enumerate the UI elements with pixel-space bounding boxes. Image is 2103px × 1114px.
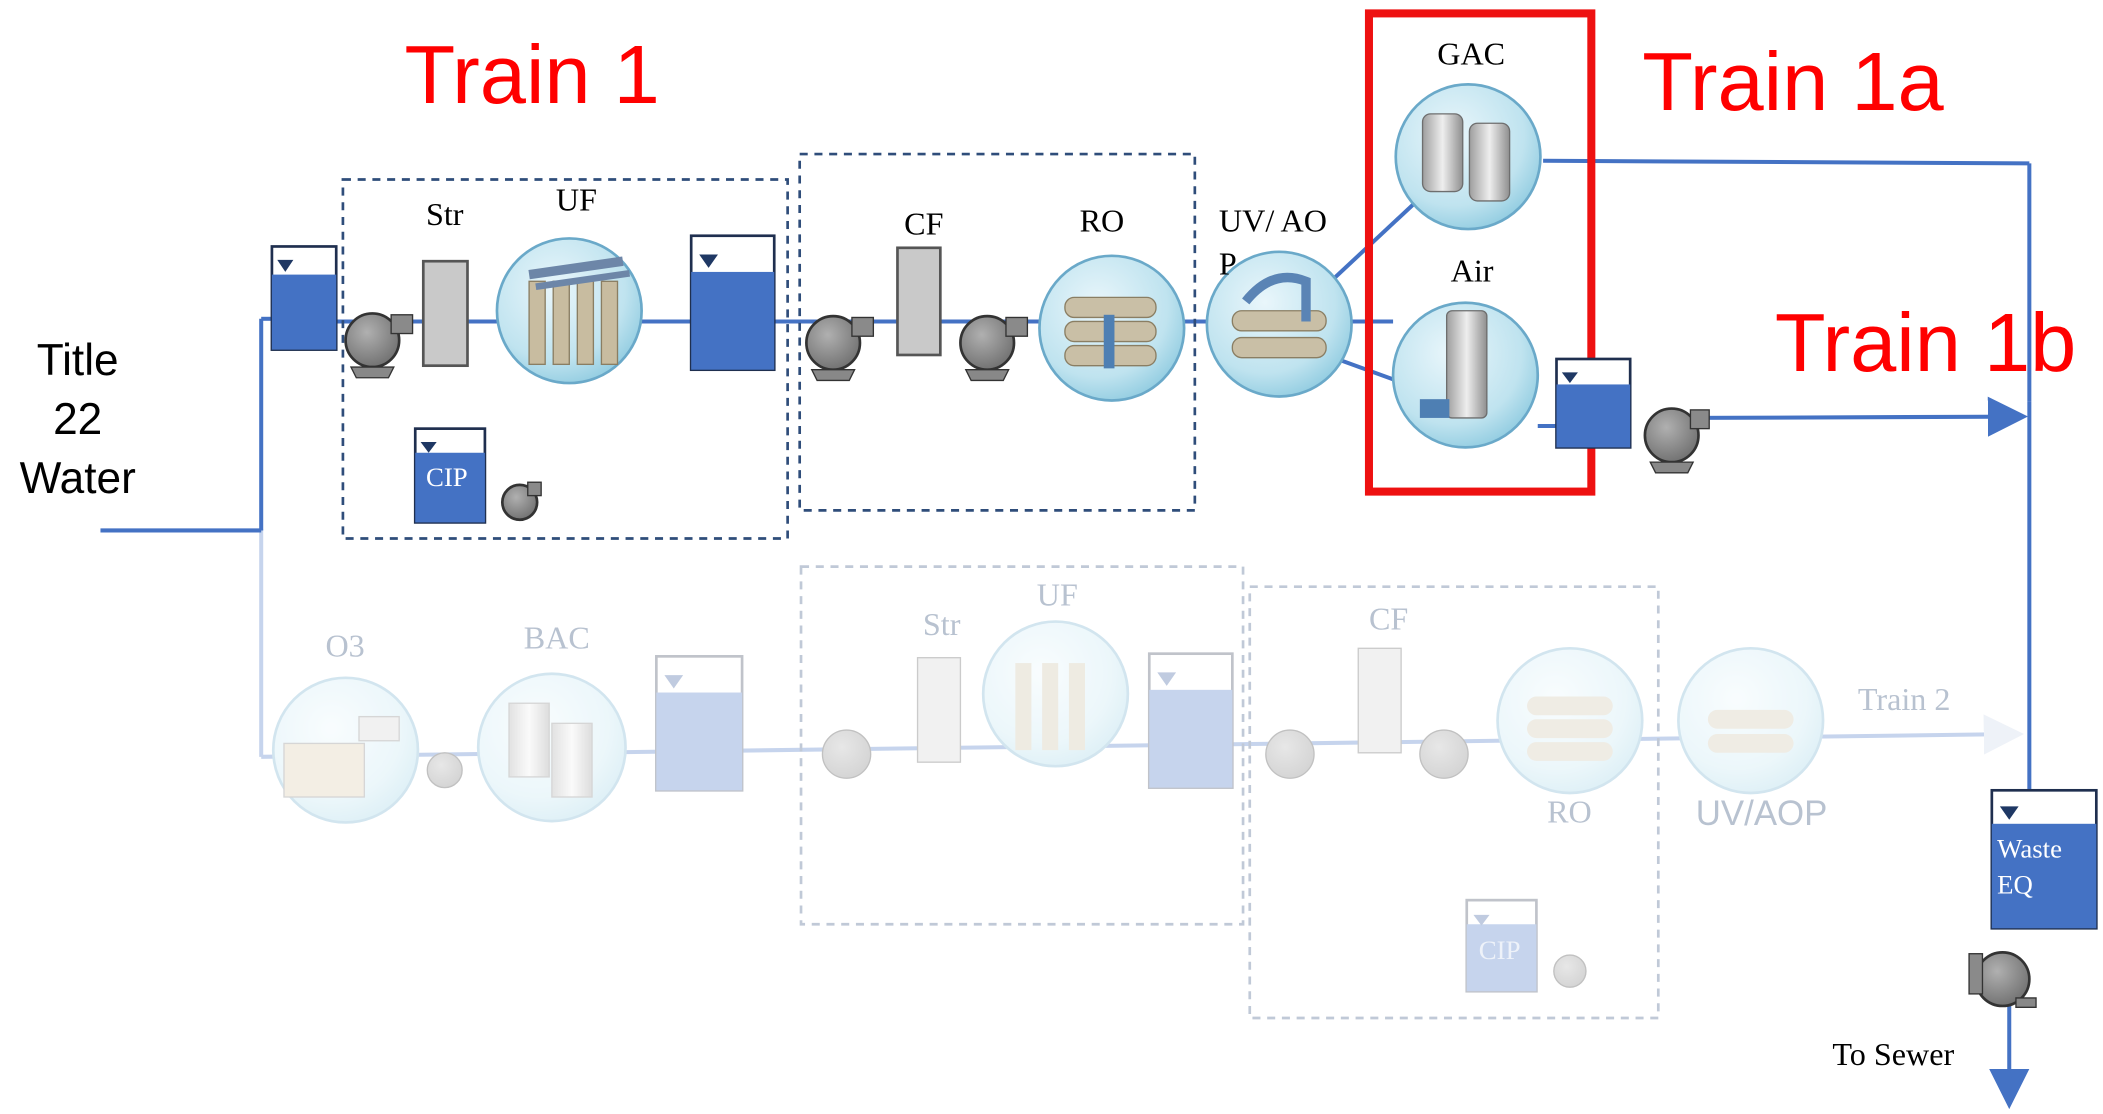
train2-cf-filter bbox=[1357, 647, 1402, 754]
train1-ro-unit bbox=[1038, 254, 1186, 402]
train1-ro-box bbox=[798, 152, 1197, 512]
train1-cip-pump bbox=[500, 481, 542, 522]
train1-tank-uf bbox=[689, 234, 776, 372]
train1-uvaop-label-line2: P bbox=[1219, 246, 1237, 282]
train2-uvaop-unit bbox=[1677, 646, 1825, 795]
air-label: Air bbox=[1451, 252, 1494, 288]
train1a-title: Train 1a bbox=[1642, 35, 1944, 128]
train2-ro-box bbox=[1248, 585, 1660, 1020]
train2-uf-label: UF bbox=[1037, 576, 1078, 612]
train1-uf-unit bbox=[495, 237, 643, 385]
train2-cip-label: CIP bbox=[1479, 935, 1521, 965]
waste-pump bbox=[1968, 951, 2037, 1008]
train1b-tank bbox=[1555, 357, 1632, 449]
train1-uf-label: UF bbox=[556, 181, 597, 217]
train2-cip-pump bbox=[1553, 954, 1587, 988]
train2-cip-tank bbox=[1465, 898, 1538, 993]
train1-title: Train 1 bbox=[405, 28, 660, 121]
waste-eq-tank bbox=[1990, 788, 2098, 930]
gac-label: GAC bbox=[1437, 35, 1505, 71]
train2-ro-label: RO bbox=[1547, 793, 1592, 829]
waste-label-line2: EQ bbox=[1997, 869, 2033, 899]
train1-uf-box bbox=[341, 178, 789, 540]
train2-label: Train 2 bbox=[1858, 681, 1951, 717]
train1-cip-label: CIP bbox=[426, 462, 468, 492]
train2-bac-label: BAC bbox=[524, 619, 590, 655]
train2-uf-unit bbox=[981, 620, 1130, 768]
train2-group bbox=[259, 529, 2024, 1020]
o3-unit bbox=[271, 676, 420, 824]
sewer-label: To Sewer bbox=[1832, 1036, 1954, 1072]
train2-tank-1 bbox=[655, 655, 744, 792]
train2-ro-unit bbox=[1496, 646, 1644, 795]
train1-cip-tank bbox=[413, 427, 487, 524]
train2-strainer bbox=[916, 657, 962, 763]
pump-t1b bbox=[1643, 407, 1710, 474]
pump-t2-c bbox=[1419, 729, 1469, 779]
source-label-line2: 22 bbox=[53, 395, 102, 444]
gac-unit bbox=[1394, 83, 1542, 231]
bac-unit bbox=[476, 672, 627, 823]
source-label-line1: Title bbox=[37, 336, 119, 385]
train2-tank-2 bbox=[1147, 652, 1234, 789]
pump-t2-a bbox=[821, 729, 872, 779]
train1-strainer bbox=[421, 259, 469, 368]
air-stripper-unit bbox=[1391, 301, 1540, 449]
train2-str-label: Str bbox=[923, 606, 961, 642]
pump-t1-c bbox=[959, 314, 1029, 382]
train2-cf-label: CF bbox=[1369, 601, 1408, 637]
source-label-line3: Water bbox=[20, 454, 136, 503]
train2-o3-label: O3 bbox=[325, 627, 364, 663]
waste-label-line1: Waste bbox=[1997, 833, 2062, 863]
pump-t1-a bbox=[344, 312, 414, 379]
train1a-out-line bbox=[1543, 158, 2030, 166]
train1-str-label: Str bbox=[426, 196, 464, 232]
highlight-box bbox=[1364, 9, 1596, 496]
pump-o3 bbox=[426, 752, 463, 789]
train1b-out-line bbox=[1694, 396, 2029, 437]
train1-uvaop-label-line1: UV/ AO bbox=[1219, 203, 1327, 239]
train1-uvaop-unit bbox=[1205, 250, 1353, 398]
train1-ro-label: RO bbox=[1080, 203, 1125, 239]
train1-cf-filter bbox=[896, 246, 942, 357]
train2-uvaop-label: UV/AOP bbox=[1696, 794, 1828, 833]
train1b-title: Train 1b bbox=[1775, 296, 2077, 389]
feed-tank bbox=[270, 245, 338, 351]
pump-t1-b bbox=[805, 314, 875, 382]
pump-t2-b bbox=[1265, 729, 1315, 779]
train1-cf-label: CF bbox=[904, 205, 943, 241]
